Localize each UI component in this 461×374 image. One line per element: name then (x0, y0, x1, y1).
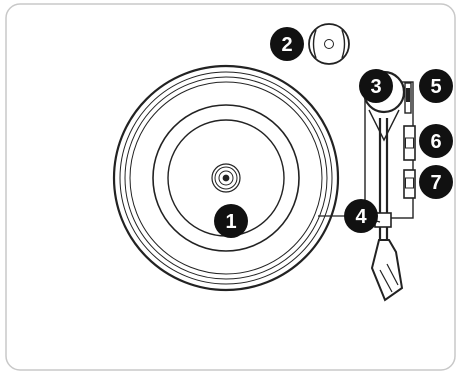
callout-3-label: 3 (370, 76, 381, 98)
callout-1-label: 1 (225, 211, 236, 233)
headshell (370, 239, 404, 302)
callout-5-label: 5 (430, 76, 441, 98)
callout-2-label: 2 (281, 34, 292, 56)
spindle (211, 163, 241, 193)
callout-1: 1 (214, 204, 248, 238)
adapter-45rpm (308, 23, 350, 65)
callout-7: 7 (419, 165, 453, 199)
callout-4-label: 4 (355, 206, 367, 228)
callout-2: 2 (270, 27, 304, 61)
callout-6-label: 6 (430, 131, 441, 153)
turntable-outline (5, 3, 456, 371)
callout-4: 4 (344, 199, 378, 233)
platter (112, 64, 340, 292)
callout-3: 3 (359, 69, 393, 103)
callout-6: 6 (419, 124, 453, 158)
callout-7-label: 7 (430, 172, 441, 194)
callout-5: 5 (419, 69, 453, 103)
tone-arm-assembly (362, 70, 416, 302)
